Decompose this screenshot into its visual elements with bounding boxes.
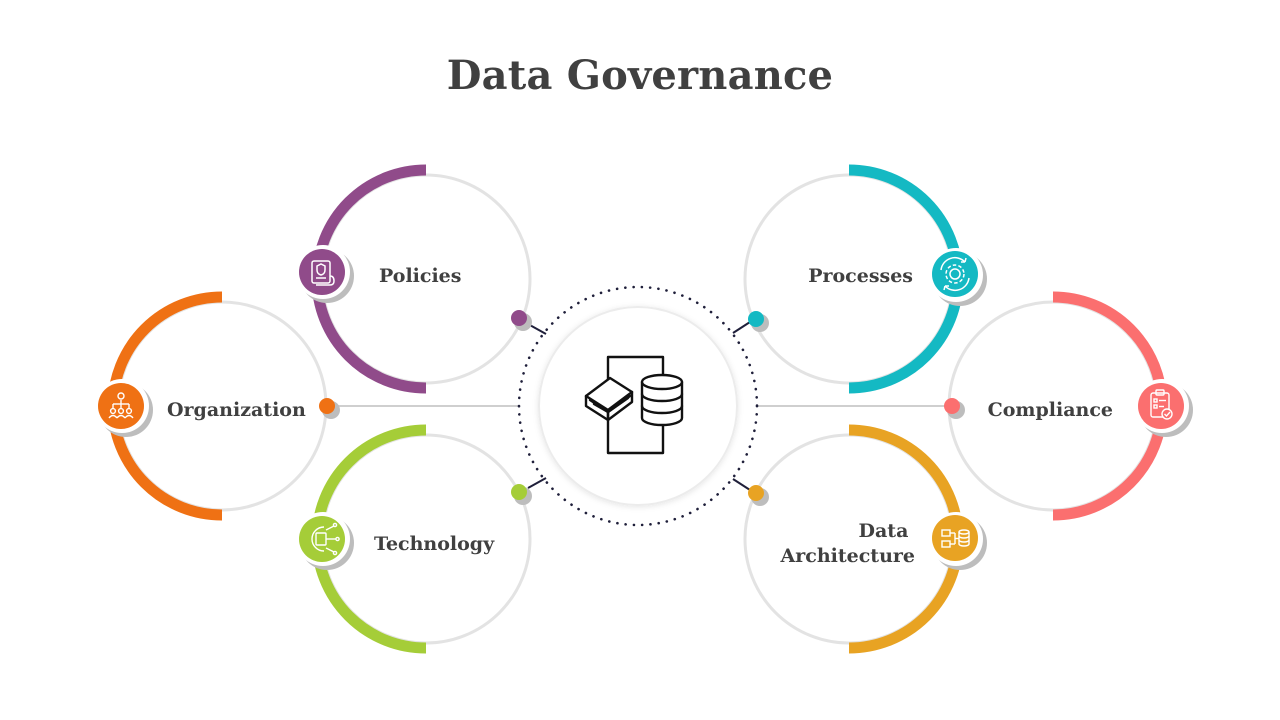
organization-connector-dot bbox=[319, 398, 335, 414]
compliance-node: Compliance bbox=[944, 291, 1193, 521]
policies-node: Policies bbox=[296, 164, 532, 394]
organization-label-line-1: Organization bbox=[167, 399, 306, 421]
compliance-label-line-1: Compliance bbox=[988, 399, 1113, 421]
organization-node: Organization bbox=[95, 291, 340, 521]
architecture-ring bbox=[743, 433, 955, 645]
org-chart-icon bbox=[108, 392, 134, 419]
connector-technology bbox=[527, 477, 547, 489]
technology-label-line-1: Technology bbox=[374, 533, 495, 555]
policies-connector-dot bbox=[511, 310, 527, 326]
policy-document-icon bbox=[311, 260, 335, 286]
architecture-node: Data Architecture bbox=[743, 424, 987, 654]
processes-connector-dot bbox=[748, 311, 764, 327]
architecture-label-line-2: Architecture bbox=[780, 545, 915, 567]
processes-label: Processes bbox=[808, 265, 913, 287]
technology-connector-dot bbox=[511, 484, 527, 500]
flowchart-database-icon bbox=[941, 529, 970, 548]
organization-label: Organization bbox=[167, 399, 306, 421]
connector-processes bbox=[732, 321, 751, 334]
technology-label: Technology bbox=[374, 533, 495, 555]
policies-label-line-1: Policies bbox=[379, 265, 461, 287]
clipboard-check-icon bbox=[1150, 389, 1173, 420]
gear-cycle-icon bbox=[940, 256, 970, 292]
processes-node: Processes bbox=[743, 164, 987, 394]
compliance-connector-dot bbox=[944, 398, 960, 414]
processes-label-line-1: Processes bbox=[808, 265, 913, 287]
technology-node: Technology bbox=[296, 424, 532, 654]
circuit-chip-icon bbox=[311, 522, 340, 556]
architecture-connector-dot bbox=[748, 485, 764, 501]
compliance-label: Compliance bbox=[988, 399, 1113, 421]
center-hub bbox=[517, 285, 759, 527]
book-and-database-icon bbox=[584, 355, 684, 455]
policies-label: Policies bbox=[379, 265, 461, 287]
diagram-title: Data Governance bbox=[446, 52, 834, 99]
dotted-ring bbox=[517, 285, 759, 527]
connector-architecture bbox=[732, 478, 751, 491]
architecture-label-line-1: Data bbox=[859, 520, 909, 542]
architecture-label: Data Architecture bbox=[780, 520, 915, 567]
